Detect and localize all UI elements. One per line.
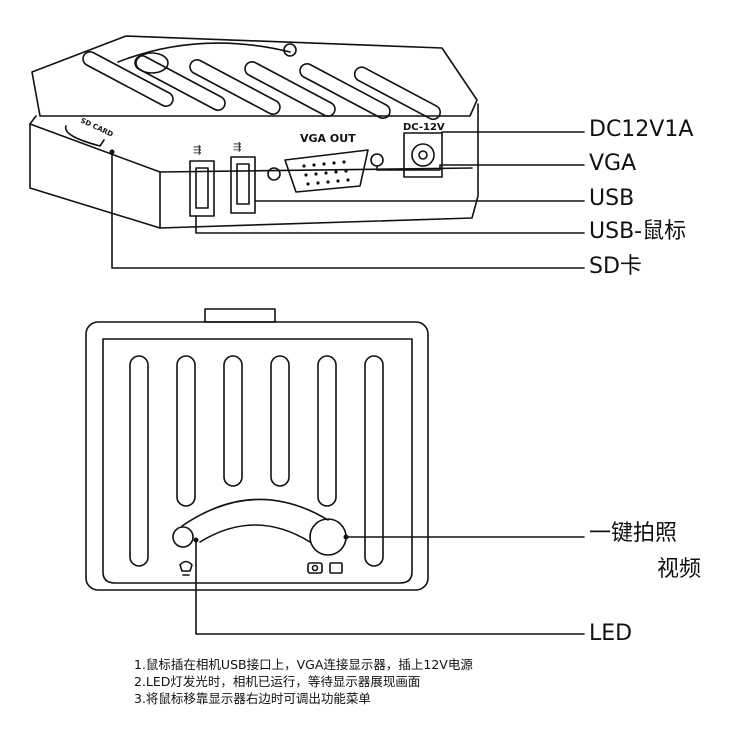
leader-sd (111, 149, 585, 269)
usb-mouse-port (189, 160, 215, 217)
dc-12v-label: DC-12V (403, 122, 445, 133)
device-outer-frame (85, 321, 429, 591)
callout-capture-line2: 视频 (657, 557, 702, 582)
usb-symbol-icon: ⇶ (193, 144, 201, 156)
lid-vents (82, 51, 442, 121)
device-top-view (29, 35, 479, 229)
device-lid (31, 35, 478, 117)
top-leader-lines (111, 131, 585, 269)
usb-port (230, 156, 256, 214)
capture-button-top (135, 52, 169, 74)
bottom-vents (129, 355, 384, 567)
video-icon (329, 562, 343, 574)
callout-sd-card: SD卡 (589, 254, 642, 279)
leader-vga (376, 164, 585, 171)
vga-out-label: VGA OUT (300, 132, 356, 145)
vga-connector (284, 149, 369, 193)
arc-slot (181, 498, 329, 543)
callout-led: LED (589, 621, 633, 646)
device-inner-plate (102, 338, 413, 584)
top-tab (204, 308, 276, 323)
dc-jack (403, 132, 443, 178)
sd-card-label: SD CARD (79, 117, 114, 139)
device-bottom-view (85, 308, 429, 591)
vga-pins (302, 160, 350, 186)
note-line: 2.LED灯发光时，相机已运行，等待显示器展现画面 (134, 674, 421, 689)
capture-button (309, 518, 347, 556)
bottom-leader-lines (195, 536, 585, 635)
note-line: 3.将鼠标移靠显示器右边时可调出功能菜单 (134, 691, 371, 706)
camera-icon (307, 562, 323, 574)
usb-symbol-icon-2: ⇶ (233, 141, 241, 153)
callout-vga: VGA (589, 151, 637, 176)
callout-dc12v1a: DC12V1A (589, 117, 694, 142)
callout-usb: USB (589, 186, 635, 211)
note-line: 1.鼠标插在相机USB接口上，VGA连接显示器，插上12V电源 (134, 657, 473, 672)
led-indicator (172, 526, 194, 548)
callout-capture-line1: 一键拍照 (589, 521, 678, 546)
leader-led (195, 539, 585, 635)
sd-card-slot (64, 125, 105, 147)
leader-usb-mouse (195, 215, 585, 234)
callout-usb-mouse: USB-鼠标 (589, 219, 687, 244)
instruction-notes: 1.鼠标插在相机USB接口上，VGA连接显示器，插上12V电源 2.LED灯发光… (134, 656, 473, 707)
bulb-icon (179, 560, 193, 576)
